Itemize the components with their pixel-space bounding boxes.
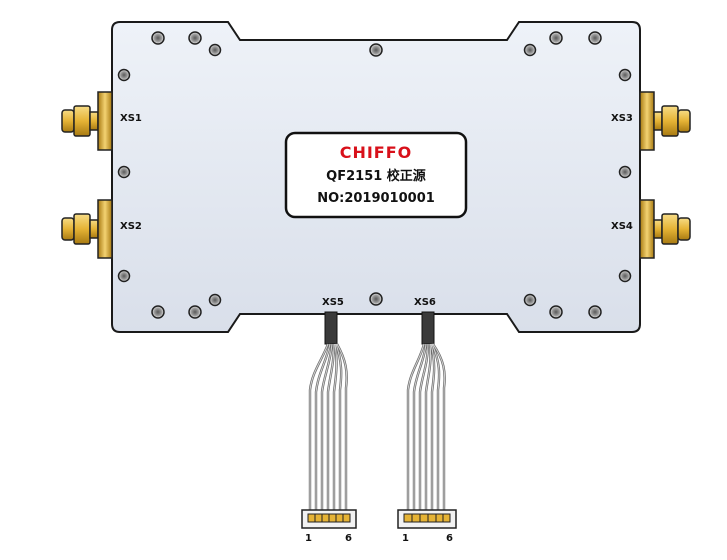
sma-connector-xs4	[639, 199, 691, 259]
serial-number: NO:2019010001	[317, 191, 435, 206]
port-label-xs2: XS2	[120, 221, 142, 232]
model-text: QF2151 校正源	[326, 168, 426, 184]
pin-label-xs6-first: 1	[402, 533, 409, 544]
pin-label-xs5-last: 6	[345, 533, 352, 544]
pin-label-xs5-first: 1	[305, 533, 312, 544]
sma-connector-xs1	[61, 91, 113, 151]
brand-logo: CHIFFO	[340, 143, 413, 162]
port-label-xs3: XS3	[611, 113, 633, 124]
cable-xs5	[301, 311, 357, 529]
cable-xs6	[397, 311, 457, 529]
port-label-xs4: XS4	[611, 221, 633, 232]
label-plate	[284, 131, 468, 219]
sma-connector-xs3	[639, 91, 691, 151]
port-label-xs6: XS6	[414, 297, 436, 308]
pin-label-xs6-last: 6	[446, 533, 453, 544]
mounting-screws	[117, 31, 632, 319]
sma-connector-xs2	[61, 199, 113, 259]
port-label-xs5: XS5	[322, 297, 344, 308]
port-label-xs1: XS1	[120, 113, 142, 124]
